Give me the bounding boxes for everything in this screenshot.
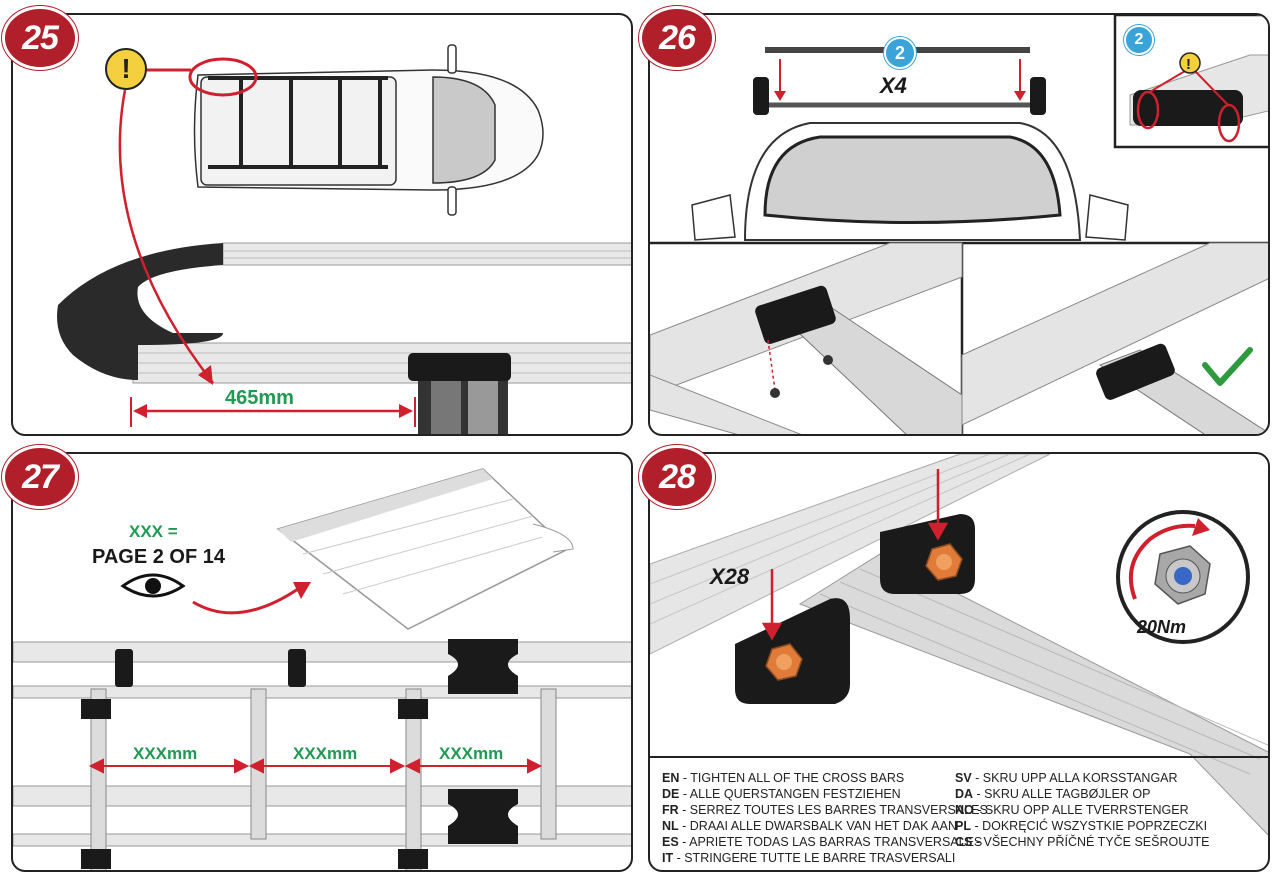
side-rail — [650, 454, 1051, 655]
dimension-label: 465mm — [225, 387, 294, 409]
highlight-ellipse — [188, 57, 258, 97]
nuts — [765, 543, 963, 681]
quantity-x28: X28 — [710, 564, 750, 589]
van-top-view — [193, 44, 544, 216]
xxx-definition: XXX = — [129, 522, 178, 541]
rail-detail-right — [961, 242, 1268, 434]
step-number-28: 28 — [639, 445, 715, 509]
spacing-label-1: XXXmm — [133, 744, 198, 763]
torque-icon — [1116, 510, 1250, 644]
step-26-illustration: ! — [650, 15, 1268, 434]
instruction-en: EN - TIGHTEN ALL OF THE CROSS BARS — [662, 771, 905, 785]
instructions-right: SV - SKRU UPP ALLA KORSSTANGAR DA - SKRU… — [955, 770, 1209, 850]
inset-bracket — [1133, 90, 1243, 126]
instruction-es: ES - APRIETE TODAS LAS BARRAS TRANSVERSA… — [662, 835, 983, 849]
instruction-da: DA - SKRU ALLE TAGBØJLER OP — [955, 787, 1151, 801]
svg-text:!: ! — [1186, 56, 1191, 73]
page-reference: PAGE 2 OF 14 — [92, 546, 226, 568]
cross-bar — [798, 553, 1268, 836]
step-28-illustration — [650, 454, 1268, 836]
inset-part-number-circle: 2 — [1124, 25, 1154, 55]
spacing-arrows — [88, 758, 543, 774]
instruction-cs: CS - VŠECHNY PŘÍČNÉ TYČE SEŠROUJTE — [955, 835, 1210, 849]
warning-icon: ! — [105, 48, 147, 90]
step-27-illustration — [13, 468, 631, 870]
step-25-illustration — [57, 44, 631, 434]
red-arrows — [761, 469, 949, 641]
rail-detail-left — [650, 242, 963, 434]
instruction-fr: FR - SERREZ TOUTES LES BARRES TRANSVERSA… — [662, 803, 988, 817]
cross-bars — [90, 688, 557, 870]
foot-right — [1030, 77, 1046, 115]
red-curved-arrow — [192, 587, 299, 615]
step-27-panel: XXX = PAGE 2 OF 14 XXXmm XXXmm XXXmm — [11, 452, 633, 872]
foot-left — [753, 77, 769, 115]
instruction-sv: SV - SKRU UPP ALLA KORSSTANGAR — [955, 771, 1178, 785]
step-28-panel: X28 20Nm EN - TIGHTEN ALL OF THE CROSS B… — [648, 452, 1270, 872]
instruction-no: NO - SKRU OPP ALLE TVERRSTENGER — [955, 803, 1189, 817]
step-26-panel: ! 2 X4 2 — [648, 13, 1270, 436]
foot-bracket — [408, 353, 511, 434]
torque-label: 20Nm — [1137, 617, 1187, 637]
instruction-nl: NL - DRAAI ALLE DWARSBALK VAN HET DAK AA… — [662, 819, 957, 833]
instructions-left: EN - TIGHTEN ALL OF THE CROSS BARS DE - … — [662, 770, 988, 866]
wind-deflector — [57, 243, 223, 380]
instruction-de: DE - ALLE QUERSTANGEN FESTZIEHEN — [662, 787, 901, 801]
spacing-label-3: XXXmm — [439, 744, 504, 763]
manual-document — [276, 468, 574, 630]
part-number-circle: 2 — [884, 37, 916, 69]
quantity-label: X4 — [880, 73, 907, 98]
instruction-pl: PL - DOKRĘCIĆ WSZYSTKIE POPRZECZKI — [955, 819, 1208, 833]
checkmark-icon — [1202, 347, 1253, 386]
step-number-26: 26 — [639, 6, 715, 70]
rack-feet — [81, 639, 518, 869]
instruction-it: IT - STRINGERE TUTTE LE BARRE TRASVERSAL… — [662, 851, 956, 865]
step-25-panel: ! 465mm — [11, 13, 633, 436]
spacing-label-2: XXXmm — [293, 744, 358, 763]
eye-icon — [120, 573, 186, 598]
step-number-27: 27 — [2, 445, 78, 509]
step-number-25: 25 — [2, 6, 78, 70]
